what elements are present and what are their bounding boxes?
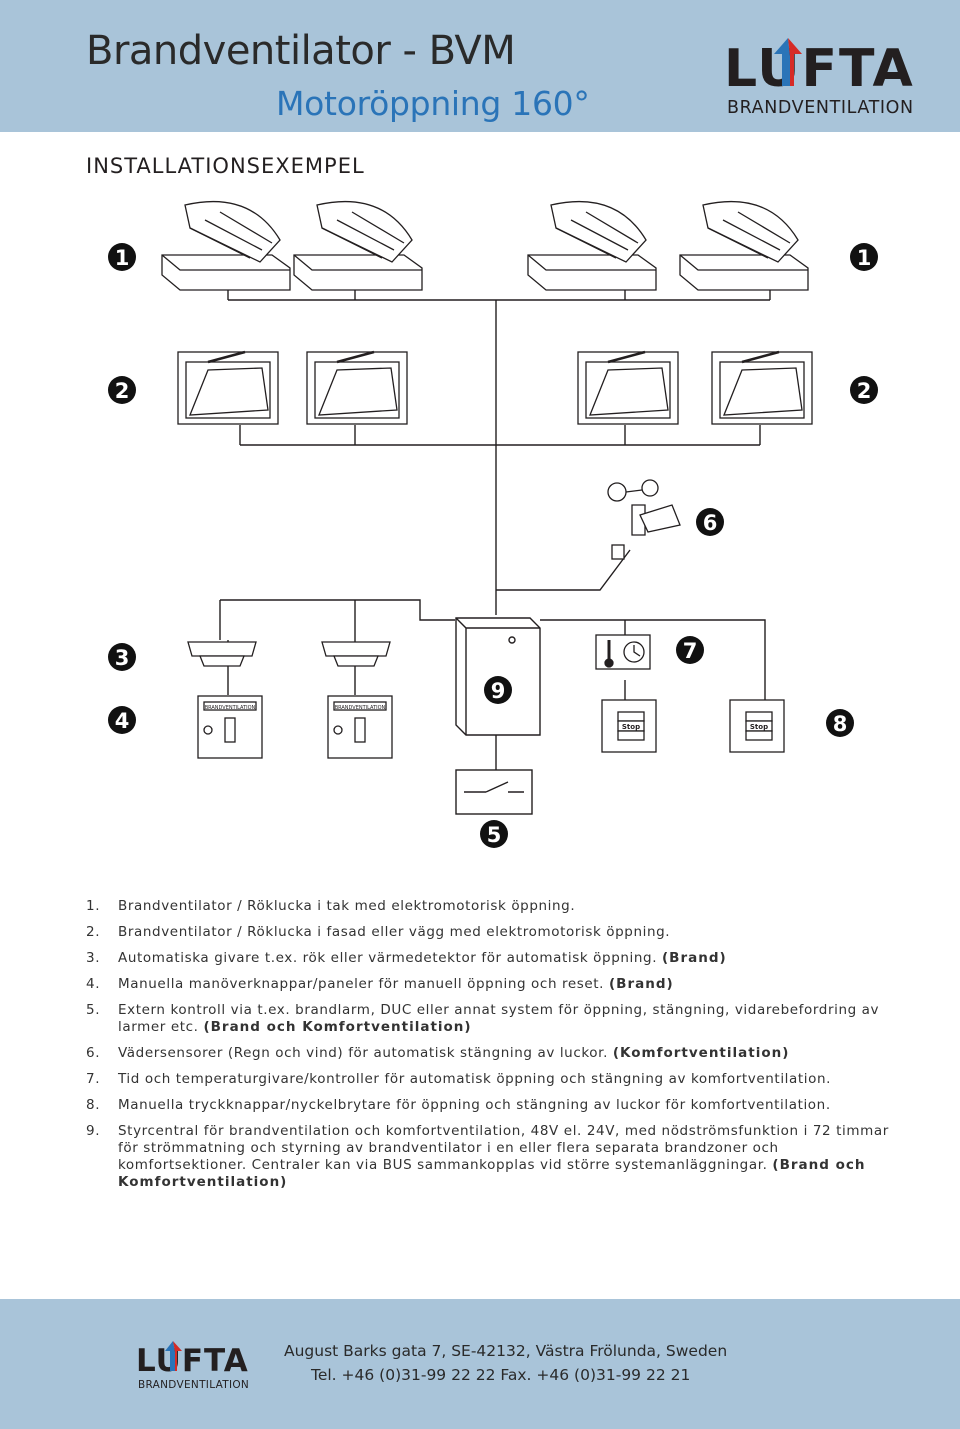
manual-panel-1: BRANDVENTILATION: [197, 695, 263, 759]
smoke-detector-2: [321, 641, 391, 667]
facade-window-1: [177, 350, 279, 425]
svg-text:BRANDVENTILATION: BRANDVENTILATION: [138, 1379, 249, 1391]
svg-text:7: 7: [683, 639, 698, 663]
svg-text:1: 1: [115, 246, 130, 270]
wire-right-top: [624, 290, 771, 300]
logo-text-l: L: [724, 39, 757, 99]
clock-thermostat: [595, 634, 651, 670]
lufta-logo: LUFTA BRANDVENTILATION: [724, 38, 915, 118]
svg-text:8: 8: [833, 712, 848, 736]
callout-4: 4: [108, 706, 136, 734]
svg-text:Stop: Stop: [750, 723, 768, 731]
roof-hatch-3: [527, 201, 657, 291]
installation-diagram: BRANDVENTILATION BRANDVENTILATION Stop: [108, 201, 878, 848]
manual-panel-2: BRANDVENTILATION: [327, 695, 393, 759]
logo-arrow-red: [788, 38, 802, 86]
wire-sensor-bus: [220, 599, 455, 621]
page-subtitle: Motoröppning 160°: [276, 84, 590, 123]
footer-address: August Barks gata 7, SE-42132, Västra Fr…: [284, 1342, 728, 1360]
svg-text:6: 6: [703, 511, 718, 535]
legend-item: 3.Automatiska givare t.ex. rök eller vär…: [86, 950, 727, 966]
legend-item: 7.Tid och temperaturgivare/kontroller fö…: [86, 1071, 832, 1087]
svg-text:BRANDVENTILATION: BRANDVENTILATION: [205, 705, 256, 711]
legend-item: 4.Manuella manöverknappar/paneler för ma…: [86, 976, 674, 992]
smoke-detector-1: [187, 641, 257, 667]
svg-text:1: 1: [857, 246, 872, 270]
header-band: [0, 0, 960, 132]
callout-1-left: 1: [108, 243, 136, 271]
legend-item: 5.Extern kontroll via t.ex. brandlarm, D…: [86, 1002, 880, 1035]
legend-item: 1.Brandventilator / Röklucka i tak med e…: [86, 898, 576, 914]
logo-tagline: BRANDVENTILATION: [727, 98, 914, 118]
wire-left-top: [227, 290, 356, 300]
legend-item: 6.Vädersensorer (Regn och vind) för auto…: [86, 1045, 790, 1061]
wire-right-bus: [540, 619, 766, 700]
logo-text: LUFTA: [724, 39, 915, 99]
external-switch: [455, 769, 533, 815]
footer-phone: Tel. +46 (0)31-99 22 22 Fax. +46 (0)31-9…: [311, 1366, 691, 1384]
legend-item: 9.Styrcentral för brandventilation och k…: [86, 1123, 889, 1190]
facade-window-3: [577, 350, 679, 425]
svg-text:2: 2: [857, 379, 872, 403]
svg-text:2: 2: [115, 379, 130, 403]
stop-button-panel-1: Stop: [601, 699, 657, 753]
weather-sensor: [607, 479, 681, 560]
callout-2-left: 2: [108, 376, 136, 404]
section-title: INSTALLATIONSEXEMPEL: [86, 154, 365, 178]
logo-arrow-blue: [774, 38, 790, 86]
footer-band: [0, 1299, 960, 1429]
logo-text-rest: FTA: [802, 39, 915, 99]
wire-sensor-drops: [219, 600, 356, 640]
svg-text:3: 3: [115, 646, 130, 670]
callout-1-right: 1: [850, 243, 878, 271]
callout-7: 7: [676, 636, 704, 664]
callout-5: 5: [480, 820, 508, 848]
stop-button-panel-2: Stop: [729, 699, 785, 753]
callout-3: 3: [108, 643, 136, 671]
lufta-logo-footer: LUFTA BRANDVENTILATION: [136, 1341, 249, 1391]
callout-2-right: 2: [850, 376, 878, 404]
roof-hatch-1: [161, 201, 291, 291]
svg-text:Stop: Stop: [622, 723, 640, 731]
wire-weather: [496, 549, 631, 591]
facade-window-4: [711, 350, 813, 425]
callout-9: 9: [484, 676, 512, 704]
svg-text:9: 9: [491, 679, 506, 703]
callout-8: 8: [826, 709, 854, 737]
svg-text:5: 5: [487, 823, 502, 847]
facade-window-2: [306, 350, 408, 425]
roof-hatch-4: [679, 201, 809, 291]
page-title: Brandventilator - BVM: [86, 28, 516, 74]
roof-hatch-2: [293, 201, 423, 291]
svg-text:4: 4: [115, 709, 130, 733]
legend-item: 8.Manuella tryckknappar/nyckelbrytare fö…: [86, 1097, 831, 1113]
svg-text:LUFTA: LUFTA: [136, 1343, 249, 1379]
callout-6: 6: [696, 508, 724, 536]
wire-window-drops: [239, 425, 761, 445]
legend-list: 1.Brandventilator / Röklucka i tak med e…: [86, 898, 906, 1200]
legend-item: 2.Brandventilator / Röklucka i fasad ell…: [86, 924, 671, 940]
svg-text:BRANDVENTILATION: BRANDVENTILATION: [335, 705, 386, 711]
